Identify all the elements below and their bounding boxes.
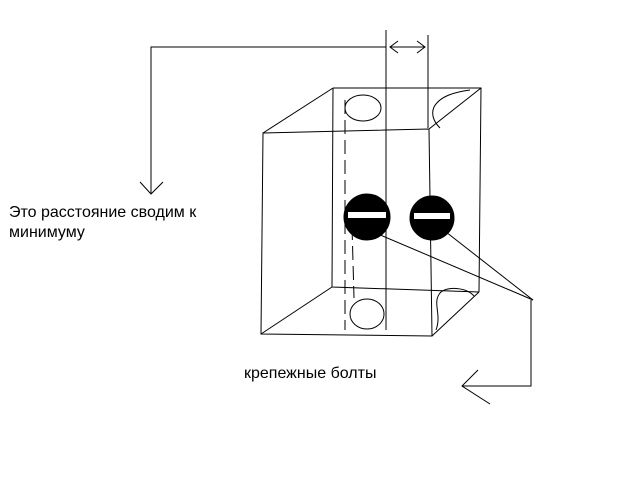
top-right-notch	[432, 89, 471, 129]
shaft-guides	[344, 30, 429, 330]
distance-leader	[139, 46, 386, 195]
distance-annotation: Это расстояние сводим к минимуму	[9, 203, 196, 243]
distance-annotation-line1: Это расстояние сводим к	[9, 204, 197, 221]
bolt-left	[343, 193, 391, 241]
distance-dimension	[389, 40, 426, 54]
bottom-right-notch	[435, 288, 475, 331]
bottom-left-hole	[349, 298, 385, 330]
bolt-right	[409, 195, 455, 241]
bolts-leader	[377, 231, 534, 405]
top-cutouts	[344, 89, 471, 129]
bottom-cutouts	[349, 288, 475, 331]
housing-box	[260, 87, 482, 337]
top-left-hole	[344, 94, 382, 122]
distance-annotation-line2: минимуму	[9, 224, 85, 241]
bolts-annotation: крепежные болты	[244, 365, 377, 382]
